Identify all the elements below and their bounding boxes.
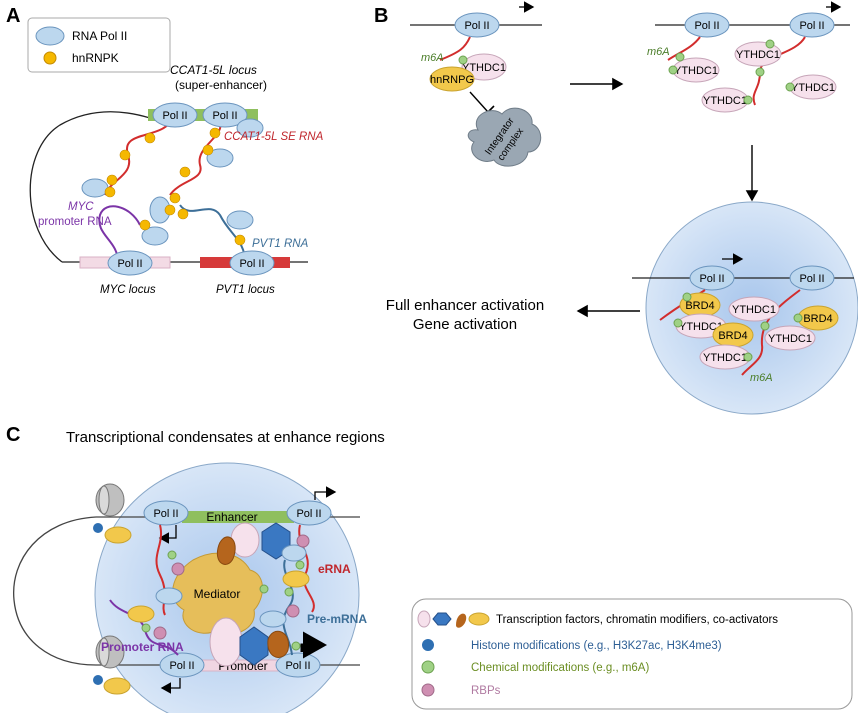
panel-c-label: C bbox=[6, 424, 20, 446]
hnrnpk-dots bbox=[104, 127, 246, 246]
legend-line-3: Chemical modifications (e.g., m6A) bbox=[471, 662, 649, 674]
pvt1-locus-label: PVT1 locus bbox=[216, 284, 275, 296]
svg-text:m6A: m6A bbox=[421, 52, 444, 64]
myc-locus-label: MYC locus bbox=[100, 284, 156, 296]
outcome-line-2: Gene activation bbox=[413, 316, 517, 333]
svg-text:Pol II: Pol II bbox=[239, 258, 264, 270]
legend-line-2: Histone modifications (e.g., H3K27ac, H3… bbox=[471, 640, 722, 652]
panel-a: A RNA Pol II hnRNPK CCAT1-5L locus (supe… bbox=[6, 5, 324, 296]
mediator bbox=[172, 552, 263, 635]
pre-mrna-label: Pre-mRNA bbox=[307, 612, 367, 626]
svg-text:Pol II: Pol II bbox=[694, 20, 719, 32]
svg-text:Pol II: Pol II bbox=[799, 273, 824, 285]
svg-text:YTHDC1: YTHDC1 bbox=[732, 304, 776, 316]
svg-text:Pol II: Pol II bbox=[117, 258, 142, 270]
myc-promoter-rna bbox=[98, 205, 141, 263]
erna-label: eRNA bbox=[318, 562, 351, 576]
locus-title: CCAT1-5L locus bbox=[170, 63, 257, 77]
svg-text:BRD4: BRD4 bbox=[803, 313, 832, 325]
pol-ii-pvt1 bbox=[229, 250, 275, 276]
legend-polii-icon bbox=[35, 26, 65, 46]
legend-line-4: RBPs bbox=[471, 685, 501, 697]
svg-text:Mediator: Mediator bbox=[194, 587, 241, 601]
svg-text:YTHDC1: YTHDC1 bbox=[791, 82, 835, 94]
svg-text:Pol II: Pol II bbox=[799, 20, 824, 32]
svg-text:Pol II: Pol II bbox=[162, 110, 187, 122]
se-rna-label: CCAT1-5L SE RNA bbox=[224, 131, 324, 143]
pol-ii-a1 bbox=[152, 102, 198, 128]
legend-line-1: Transcription factors, chromatin modifie… bbox=[496, 614, 778, 626]
integrator-complex: Integrator complex bbox=[467, 107, 542, 167]
promoter-rna-label: Promoter RNA bbox=[101, 640, 184, 654]
svg-text:YTHDC1: YTHDC1 bbox=[674, 65, 718, 77]
svg-text:hnRNPG: hnRNPG bbox=[430, 74, 474, 86]
svg-text:Pol II: Pol II bbox=[212, 110, 237, 122]
pvt1-rna bbox=[179, 204, 246, 263]
svg-text:Pol II: Pol II bbox=[153, 508, 178, 520]
panel-b: B Pol II YTHDC1 hnRNPG m6A Integrator co… bbox=[374, 1, 858, 415]
svg-text:Pol II: Pol II bbox=[285, 660, 310, 672]
legend-polii-text: RNA Pol II bbox=[72, 29, 127, 43]
panel-c-title: Transcriptional condensates at enhance r… bbox=[66, 429, 385, 446]
pvt1-rna-label: PVT1 RNA bbox=[252, 238, 309, 250]
panel-c: C Transcriptional condensates at enhance… bbox=[6, 424, 853, 713]
svg-text:YTHDC1: YTHDC1 bbox=[703, 352, 747, 364]
svg-text:YTHDC1: YTHDC1 bbox=[679, 321, 723, 333]
svg-text:Pol II: Pol II bbox=[169, 660, 194, 672]
svg-text:m6A: m6A bbox=[750, 372, 773, 384]
ythdc1-b1 bbox=[461, 53, 507, 81]
myc-rna-label-1: MYC bbox=[68, 201, 94, 213]
svg-text:YTHDC1: YTHDC1 bbox=[736, 49, 780, 61]
hnrnpg-b1 bbox=[429, 66, 475, 92]
pol-ii-a2 bbox=[202, 102, 248, 128]
panel-c-legend: Transcription factors, chromatin modifie… bbox=[411, 598, 853, 710]
pol-ii-b1 bbox=[454, 12, 500, 38]
panel-b-label: B bbox=[374, 5, 388, 27]
panel-a-label: A bbox=[6, 5, 20, 27]
svg-text:Pol II: Pol II bbox=[464, 20, 489, 32]
outcome-line-1: Full enhancer activation bbox=[386, 297, 544, 314]
panel-a-legend: RNA Pol II hnRNPK bbox=[27, 17, 171, 73]
enhancer-bar bbox=[182, 511, 294, 523]
svg-text:YTHDC1: YTHDC1 bbox=[462, 62, 506, 74]
legend-hnrnpk-text: hnRNPK bbox=[72, 51, 119, 65]
svg-text:BRD4: BRD4 bbox=[718, 330, 747, 342]
svg-text:YTHDC1: YTHDC1 bbox=[703, 95, 747, 107]
svg-text:BRD4: BRD4 bbox=[685, 300, 714, 312]
pol-ii-myc bbox=[107, 250, 153, 276]
locus-subtitle: (super-enhancer) bbox=[175, 78, 267, 92]
svg-text:Enhancer: Enhancer bbox=[206, 510, 257, 524]
svg-text:m6A: m6A bbox=[647, 46, 670, 58]
myc-rna-label-2: promoter RNA bbox=[38, 216, 112, 228]
legend-hnrnpk-icon bbox=[43, 51, 57, 65]
svg-text:YTHDC1: YTHDC1 bbox=[768, 333, 812, 345]
svg-text:Pol II: Pol II bbox=[699, 273, 724, 285]
svg-text:Pol II: Pol II bbox=[296, 508, 321, 520]
